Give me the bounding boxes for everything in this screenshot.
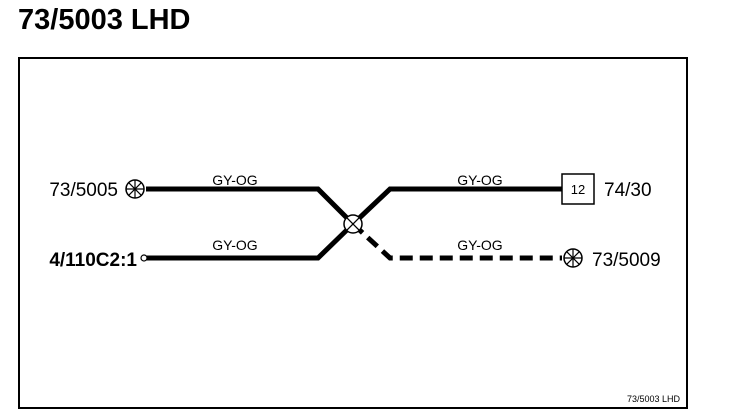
ground-connector-icon[interactable] — [563, 248, 583, 268]
wire-bottom-right[interactable] — [351, 222, 562, 261]
wire-bottom-left[interactable] — [146, 222, 355, 261]
connector-label: 4/110C2:1 — [49, 250, 137, 271]
wire-top-right[interactable] — [351, 186, 562, 226]
wire-label: GY-OG — [457, 237, 502, 253]
connector-label: 74/30 — [604, 180, 652, 201]
splice-icon — [343, 214, 363, 234]
connector-pin-box[interactable] — [561, 173, 595, 205]
wire-label: GY-OG — [212, 237, 257, 253]
connector-pin-number: 12 — [571, 182, 585, 197]
ground-connector-icon[interactable] — [125, 179, 145, 199]
wire-label: GY-OG — [457, 172, 502, 188]
connector-label: 73/5009 — [592, 250, 661, 271]
footer-label: 73/5003 LHD — [627, 394, 681, 404]
connector-label: 73/5005 — [49, 180, 118, 201]
terminal-pin-icon[interactable] — [140, 254, 148, 262]
diagram-frame — [18, 57, 688, 409]
page-title: 73/5003 LHD — [18, 4, 191, 36]
wire-label: GY-OG — [212, 172, 257, 188]
wire-top-left[interactable] — [146, 186, 355, 226]
